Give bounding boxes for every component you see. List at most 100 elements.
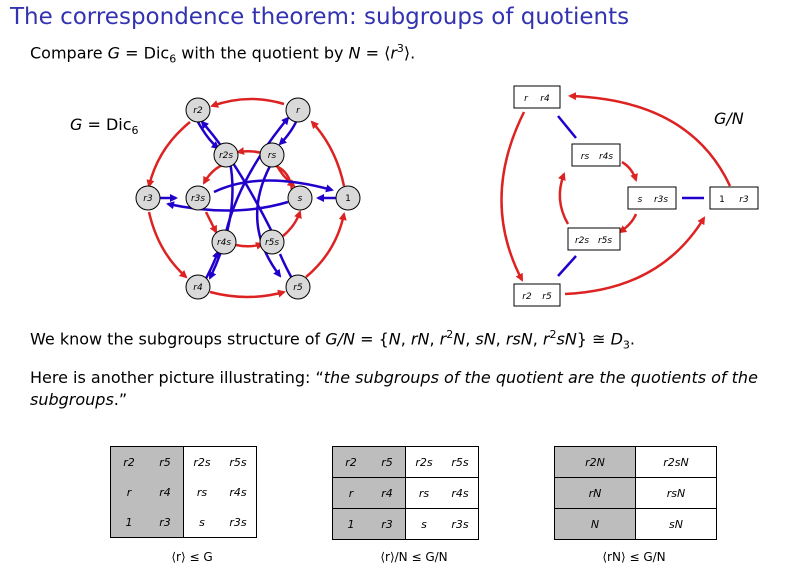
edge-r-rs bbox=[278, 121, 298, 146]
cell: r2s bbox=[183, 446, 220, 477]
edge-r4-r5 bbox=[209, 289, 286, 299]
illus-pre: Here is another picture illustrating: “ bbox=[30, 368, 324, 387]
edge-r2-r2s bbox=[196, 121, 220, 150]
illustration-line-2: subgroups.” bbox=[30, 390, 127, 409]
cell: r4s bbox=[229, 485, 247, 499]
left-caption: G = Dic6 bbox=[70, 115, 139, 137]
cell: s bbox=[405, 508, 442, 540]
edge-r3s-1 bbox=[213, 179, 334, 194]
node-r2s: r2s bbox=[213, 142, 239, 168]
cell: r4 bbox=[369, 477, 406, 509]
sub-r2n-a: r bbox=[439, 329, 447, 349]
coset-table-1: r2 r5 r2s r5s r r4 rs r4s 1 r3 s r3s bbox=[110, 446, 257, 538]
cell: N bbox=[554, 508, 636, 540]
table-1-caption: ⟨r⟩ ≤ G bbox=[171, 550, 213, 564]
cell: r2 bbox=[110, 446, 147, 477]
intro-gen-close: ⟩. bbox=[403, 43, 416, 63]
intro-exp: 3 bbox=[396, 42, 404, 55]
coset-table-3: r2N r2sN rN rsN N sN bbox=[554, 446, 717, 540]
svg-text:r2s: r2s bbox=[219, 151, 233, 161]
edge-r3s-r4s bbox=[204, 211, 218, 234]
sub-end: . bbox=[629, 329, 635, 349]
edge-r2-r3 bbox=[146, 121, 191, 188]
sub-r2n-exp: 2 bbox=[446, 328, 454, 341]
intro-eq: = bbox=[120, 43, 144, 63]
svg-text:r5: r5 bbox=[293, 283, 303, 293]
edge-s-rs bbox=[275, 164, 294, 191]
node-r2: r2 bbox=[185, 97, 211, 123]
cell: r bbox=[110, 477, 147, 507]
cell: 1 bbox=[332, 508, 369, 540]
intro-pre: Compare bbox=[30, 43, 108, 63]
cell: r2N bbox=[554, 446, 636, 478]
edge-rs-r2s bbox=[236, 147, 263, 155]
sub-n: N bbox=[388, 329, 401, 349]
left-nodes: r2 r r2s rs r3 r3s s 1 r4s r5s r4 r5 bbox=[135, 97, 361, 300]
intro-n: N bbox=[348, 43, 361, 63]
svg-text:1: 1 bbox=[345, 194, 351, 204]
edge-r5s-r2 bbox=[200, 120, 274, 233]
subgroups-line: We know the subgroups structure of G/N =… bbox=[30, 328, 635, 352]
sub-d-sub: 3 bbox=[622, 338, 630, 352]
cell: r5 bbox=[369, 446, 406, 478]
edge-r5-1 bbox=[305, 212, 347, 278]
cell: r bbox=[332, 477, 369, 509]
intro-dic: Dic bbox=[143, 43, 170, 63]
sub-r2n-b: N bbox=[453, 329, 466, 349]
sub-r2sn-b: sN bbox=[556, 329, 577, 349]
cell: rN bbox=[554, 477, 636, 509]
node-r3: r3 bbox=[135, 185, 161, 211]
sub-eq: = { bbox=[355, 329, 389, 349]
node-r: r bbox=[285, 97, 311, 123]
cell: 1 bbox=[110, 507, 147, 538]
sub-r2sn-a: r bbox=[542, 329, 550, 349]
cell: r3 bbox=[369, 508, 406, 540]
edge-1-r bbox=[310, 120, 346, 187]
sub-sn: sN bbox=[475, 329, 496, 349]
table-3-caption: ⟨rN⟩ ≤ G/N bbox=[602, 550, 666, 564]
cell: s bbox=[183, 507, 220, 538]
cell: r4 bbox=[147, 477, 184, 507]
cell: r5 bbox=[147, 446, 184, 477]
cell: r2s bbox=[405, 446, 442, 478]
edge-r5s-s bbox=[282, 210, 302, 237]
svg-text:r: r bbox=[296, 106, 301, 116]
node-r3s: r3s bbox=[185, 185, 211, 211]
coset-table-2: r2 r5 r2s r5s r r4 rs r4s 1 r3 s r3s bbox=[332, 446, 479, 540]
svg-text:r4s: r4s bbox=[217, 238, 231, 248]
node-s: s bbox=[287, 185, 313, 211]
node-r4: r4 bbox=[185, 274, 211, 300]
cell: r2 bbox=[332, 446, 369, 478]
edge-s-r3 bbox=[166, 200, 289, 212]
intro-gen-open: = ⟨ bbox=[360, 43, 391, 63]
cayley-diagram-dic6: G = Dic6 r2 r r2s rs bbox=[70, 97, 361, 300]
intro-line: Compare G = Dic6 with the quotient by N … bbox=[30, 42, 415, 66]
cell: r3s bbox=[229, 515, 247, 529]
intro-r: r bbox=[390, 43, 397, 63]
cell: rs bbox=[183, 477, 220, 507]
illustration-line-1: Here is another picture illustrating: “t… bbox=[30, 368, 758, 387]
sub-r2sn-exp: 2 bbox=[549, 328, 557, 341]
table-2-caption: ⟨r⟩/N ≤ G/N bbox=[380, 550, 448, 564]
intro-mid: with the quotient by bbox=[176, 43, 349, 63]
node-1: 1 bbox=[335, 185, 361, 211]
cell: rs bbox=[405, 477, 442, 509]
svg-text:rs: rs bbox=[268, 151, 277, 161]
sub-rsn: rsN bbox=[505, 329, 533, 349]
slide-title: The correspondence theorem: subgroups of… bbox=[10, 4, 630, 30]
cell: rsN bbox=[635, 477, 717, 509]
sub-gn: G/N bbox=[325, 329, 356, 349]
cell: r2sN bbox=[635, 446, 717, 478]
intro-dic-sub: 6 bbox=[169, 52, 177, 66]
illus-post: .” bbox=[113, 390, 128, 409]
cell: r3s bbox=[442, 508, 479, 540]
svg-text:s: s bbox=[298, 194, 303, 204]
edge-rs-r5 bbox=[255, 165, 282, 278]
cell: r5s bbox=[451, 455, 469, 469]
svg-text:r2: r2 bbox=[193, 106, 203, 116]
intro-g: G bbox=[107, 43, 121, 63]
illus-emph-2: subgroups bbox=[30, 390, 114, 409]
red-edges bbox=[146, 97, 347, 299]
sub-close: } bbox=[576, 329, 587, 349]
svg-text:r5s: r5s bbox=[265, 238, 279, 248]
